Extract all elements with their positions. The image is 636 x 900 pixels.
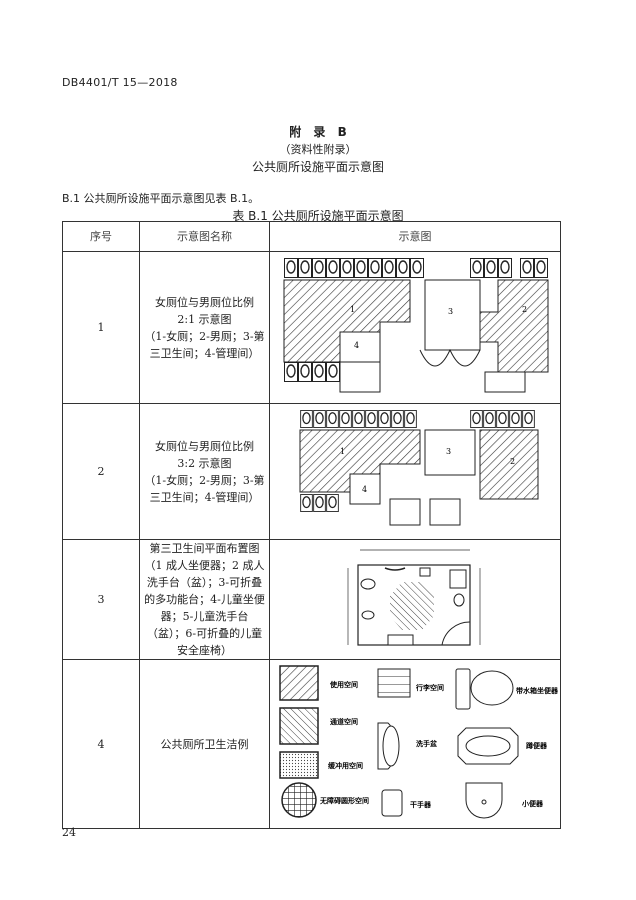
table-row: 2 女厕位与男厕位比例 3:2 示意图 （1-女厕；2-男厕；3-第三卫生间；4…	[62, 403, 561, 540]
appendix-title: 附 录 B	[289, 125, 347, 139]
name-line: 2:1 示意图	[177, 312, 232, 326]
plan-label: 4	[362, 485, 367, 494]
table-header-row: 序号 示意图名称 示意图	[62, 221, 561, 252]
name-line: （1-女厕；2-男厕；3-第三卫生间；4-管理间）	[144, 473, 265, 504]
legend-label: 使用空间	[329, 680, 358, 689]
row-number: 2	[62, 403, 140, 540]
plan-label: 3	[448, 307, 453, 316]
legend-label: 缓冲用空间	[327, 761, 363, 770]
stall-row-top	[300, 410, 535, 428]
name-line: 3:2 示意图	[177, 456, 232, 470]
row-name: 女厕位与男厕位比例 3:2 示意图 （1-女厕；2-男厕；3-第三卫生间；4-管…	[138, 403, 271, 540]
header-no: 序号	[62, 221, 140, 252]
row-number: 4	[62, 659, 140, 829]
row-number: 3	[62, 539, 140, 660]
name-line: 女厕位与男厕位比例	[154, 295, 254, 309]
plan-label: 1	[350, 305, 355, 314]
intro-text: B.1 公共厕所设施平面示意图见表 B.1。	[62, 192, 260, 205]
stall-row-bottom	[300, 494, 339, 512]
row-name: 第三卫生间平面布置图 （1 成人坐便器；2 成人洗手台（盆）；3-可折叠的多功能…	[138, 539, 271, 660]
header-diagram: 示意图	[269, 221, 561, 252]
legend-label: 干手器	[410, 800, 432, 809]
table-row: 4 公共厕所卫生洁例 使用空间 行李空间 带水箱坐便器 通道空间 洗手盆 蹲便器	[62, 659, 561, 829]
plan-label: 3	[446, 447, 451, 456]
row-name: 公共厕所卫生洁例	[138, 659, 271, 829]
name-line: （1 成人坐便器；2 成人洗手台（盆）；3-可折叠的多功能台；4-儿童坐便器；5…	[144, 559, 265, 657]
floor-plan-3-2: 1 2 3 4	[299, 410, 539, 526]
legend-label: 行李空间	[415, 683, 444, 692]
plan-label: 4	[354, 341, 359, 350]
name-line: （1-女厕；2-男厕；3-第三卫生间；4-管理间）	[144, 329, 265, 360]
plan-diagram-3-2: 1 2 3 4	[269, 403, 561, 540]
plan-label: 1	[340, 447, 345, 456]
row-name: 女厕位与男厕位比例 2:1 示意图 （1-女厕；2-男厕；3-第三卫生间；4-管…	[138, 251, 271, 404]
table-row: 3 第三卫生间平面布置图 （1 成人坐便器；2 成人洗手台（盆）；3-可折叠的多…	[62, 539, 561, 660]
use-space-swatch	[279, 665, 319, 701]
facility-plan-table: 序号 示意图名称 示意图 1 女厕位与男厕位比例 2:1 示意图 （1-女厕；2…	[62, 221, 561, 829]
legend-label: 无障碍圆形空间	[319, 796, 369, 805]
legend-label: 小便器	[521, 799, 544, 808]
legend-label: 蹲便器	[526, 741, 548, 750]
plan-diagram-2-1: 1 2 3 4	[269, 251, 561, 404]
legend-label: 带水箱坐便器	[516, 686, 559, 695]
appendix-name: 公共厕所设施平面示意图	[251, 160, 384, 174]
sanitary-legend: 使用空间 行李空间 带水箱坐便器 通道空间 洗手盆 蹲便器 缓冲用空间 干手器	[279, 665, 559, 819]
name-line: 第三卫生间平面布置图	[149, 542, 260, 555]
legend-diagram: 使用空间 行李空间 带水箱坐便器 通道空间 洗手盆 蹲便器 缓冲用空间 干手器	[269, 659, 561, 829]
stall-row-top	[284, 258, 548, 278]
page-number: 24	[62, 826, 76, 839]
plan-label: 2	[522, 305, 527, 314]
accessible-restroom-plan	[269, 539, 561, 660]
document-id: DB4401/T 15—2018	[62, 76, 178, 89]
legend-label: 洗手盆	[416, 739, 438, 748]
header-name: 示意图名称	[138, 221, 271, 252]
legend-label: 通道空间	[330, 717, 358, 726]
floor-plan-2-1: 1 2 3 4	[283, 258, 549, 393]
appendix-subtitle: （资料性附录）	[279, 143, 357, 156]
table-row: 1 女厕位与男厕位比例 2:1 示意图 （1-女厕；2-男厕；3-第三卫生间；4…	[62, 251, 561, 404]
floor-plan-third-restroom	[347, 549, 481, 646]
name-line: 女厕位与男厕位比例	[154, 439, 254, 453]
plan-label: 2	[510, 457, 515, 466]
table-caption: 表 B.1 公共厕所设施平面示意图	[232, 209, 404, 223]
stall-row-bottom	[284, 362, 340, 382]
row-number: 1	[62, 251, 140, 404]
